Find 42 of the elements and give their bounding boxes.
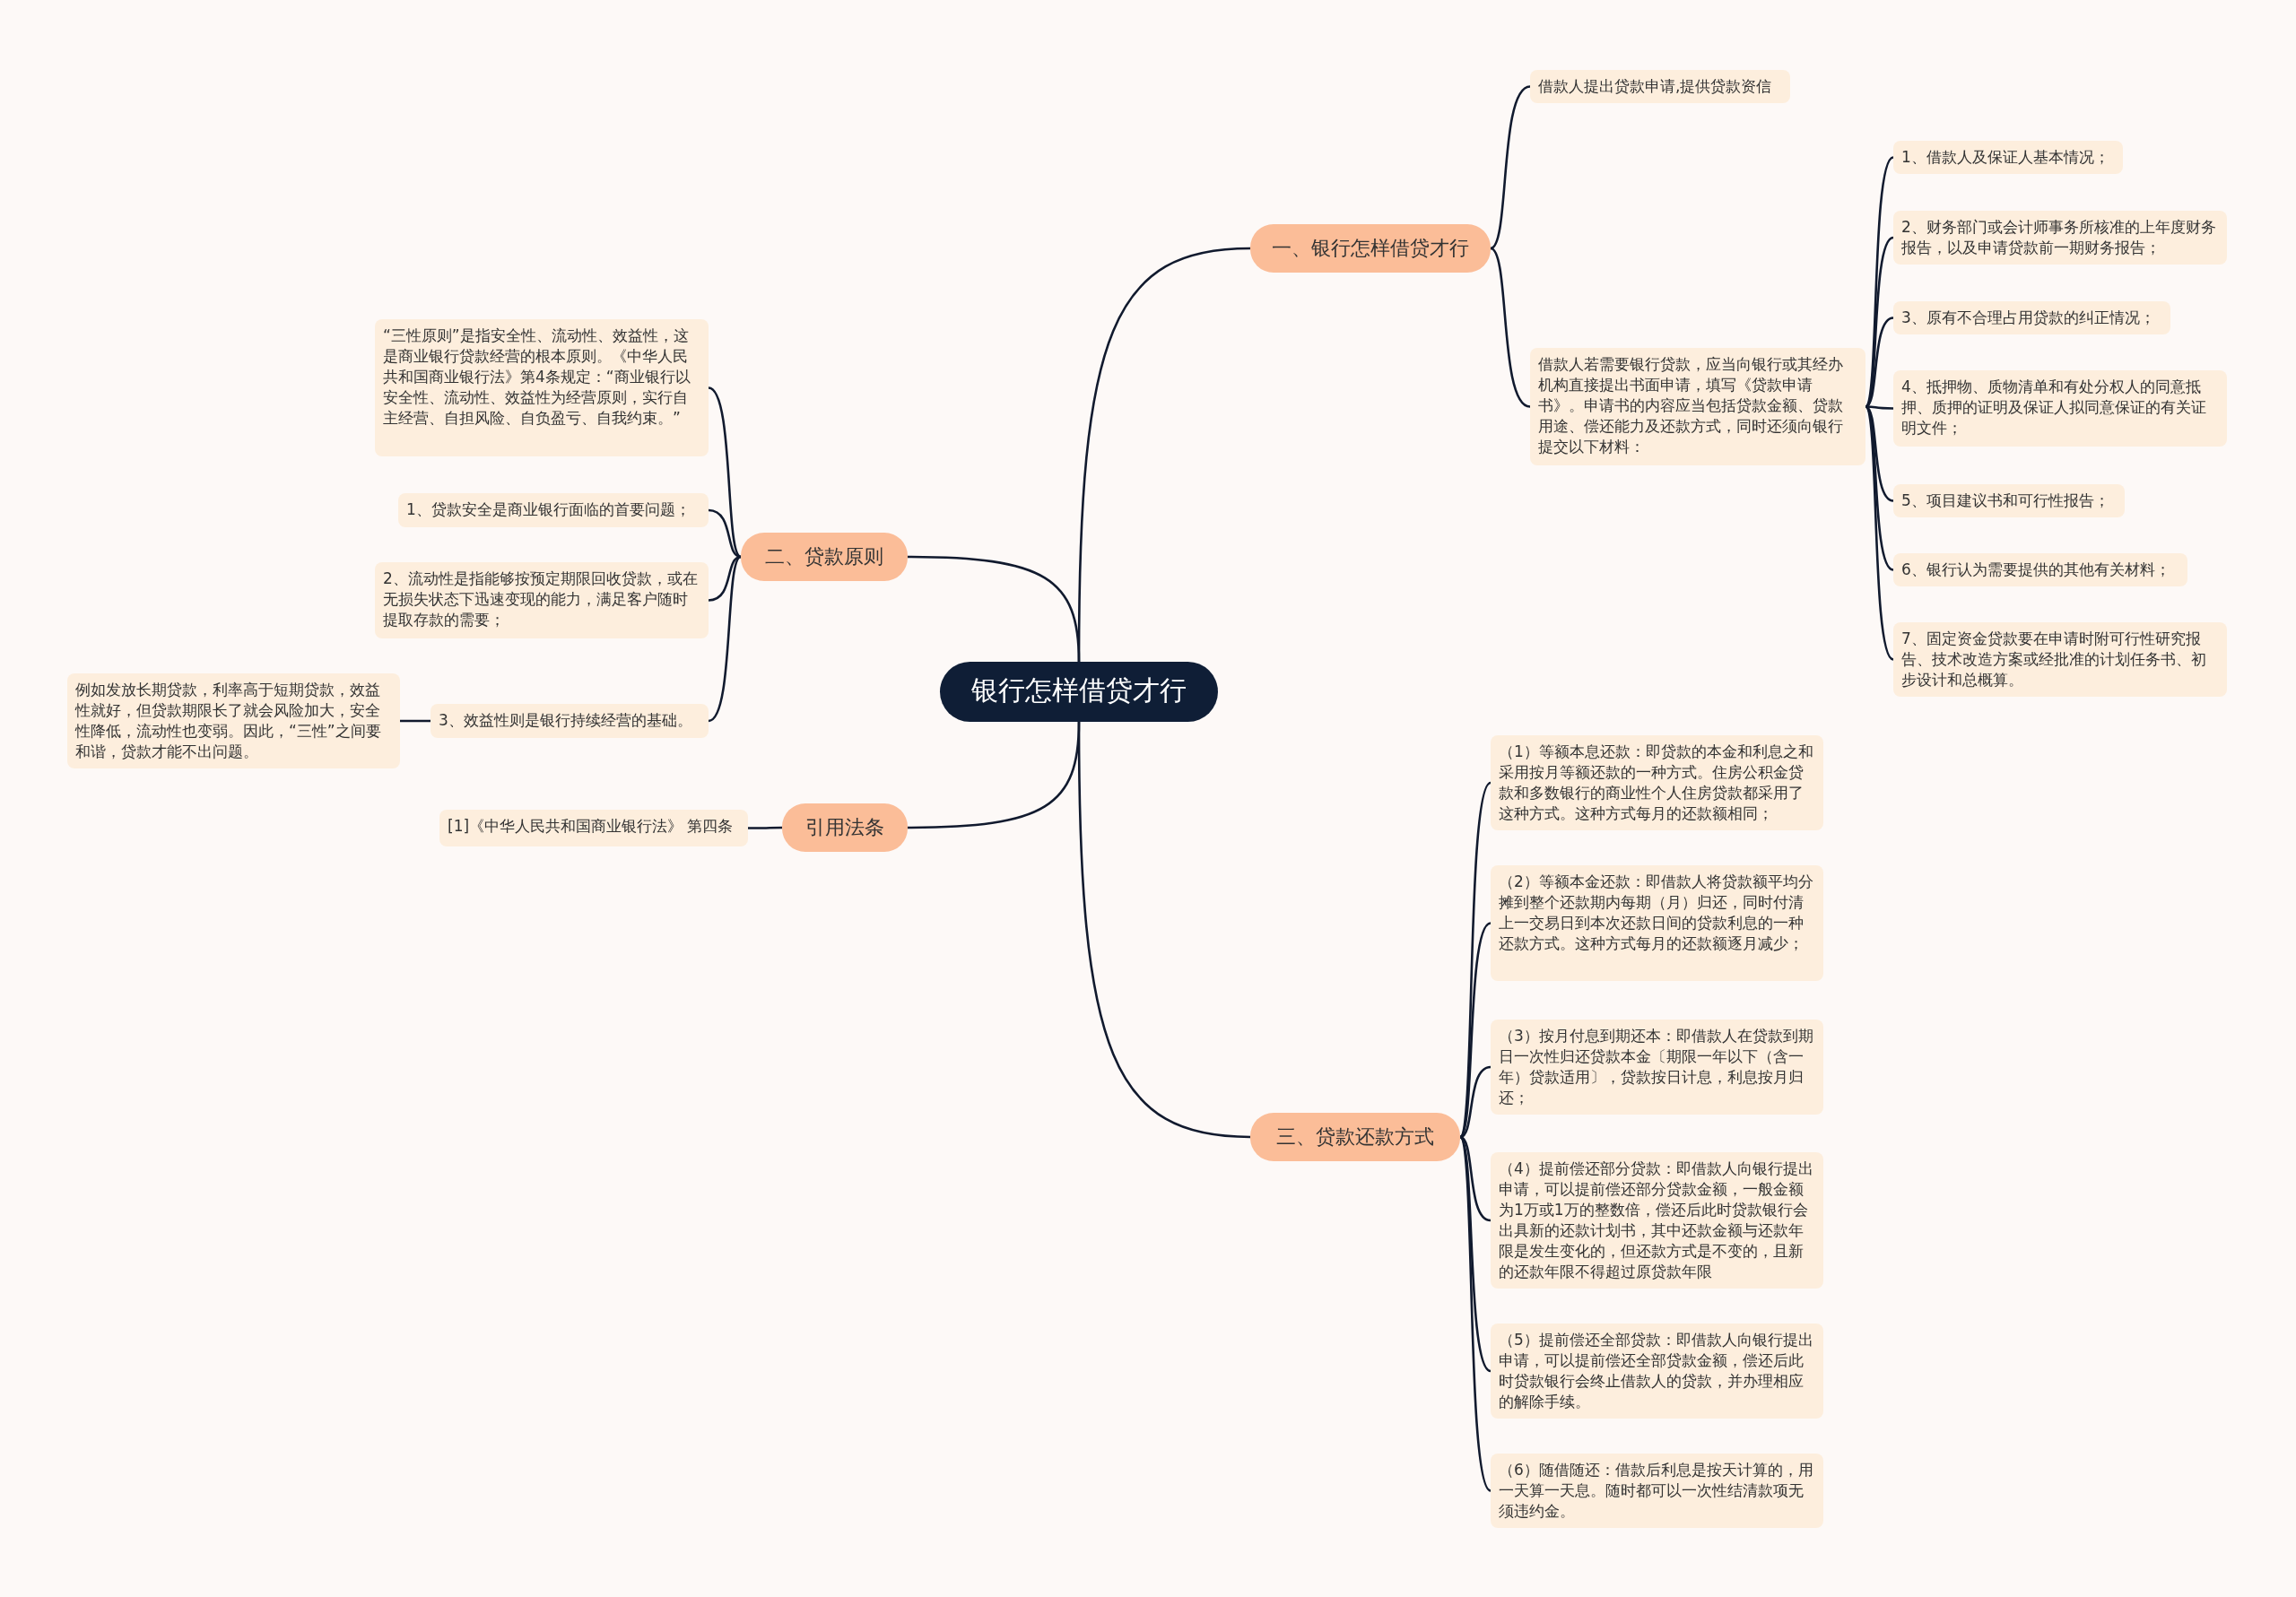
- text-box: 例如发放长期贷款，利率高于短期贷款，效益性就好，但贷款期限长了就会风险加大，安全性降低，流动性也变弱。因此，“三性”之间要和谐，贷款才能不出问题。: [67, 673, 400, 768]
- connector-line: [1459, 1135, 1492, 1222]
- text-box: 2、财务部门或会计师事务所核准的上年度财务报告，以及申请贷款前一期财务报告；: [1893, 211, 2227, 265]
- text-box: “三性原则”是指安全性、流动性、效益性，这是商业银行贷款经营的根本原则。《中华人民共和国商业银行法》第4条规定：“商业银行以安全性、流动性、效益性为经营原则，实行自主经营、自担风险、自负盈亏、自我约束。”: [375, 319, 709, 456]
- text-box: 3、原有不合理占用贷款的纠正情况；: [1893, 301, 2170, 334]
- text-box: （6）随借随还：借款后利息是按天计算的，用一天算一天息。随时都可以一次性结清款项无须违约金。: [1491, 1454, 1823, 1528]
- topic-box: 一、银行怎样借贷才行: [1250, 224, 1491, 273]
- text-box: 借款人提出贷款申请,提供贷款资信: [1530, 70, 1790, 103]
- text-box: 1、贷款安全是商业银行面临的首要问题；: [398, 493, 709, 527]
- text-box: 4、抵押物、质物清单和有处分权人的同意抵押、质押的证明及保证人拟同意保证的有关证明文件；: [1893, 370, 2227, 447]
- connector-line: [1490, 85, 1531, 250]
- text-box: 2、流动性是指能够按预定期限回收贷款，或在无损失状态下迅速变现的能力，满足客户随时提取存款的需要；: [375, 562, 709, 638]
- text-box: [1]《中华人民共和国商业银行法》 第四条: [439, 810, 748, 846]
- connector-line: [708, 556, 742, 723]
- connector-line: [1490, 247, 1531, 408]
- text-box: 1、借款人及保证人基本情况；: [1893, 141, 2123, 174]
- connector-line: [1864, 405, 1894, 661]
- topic-box: 二、贷款原则: [741, 533, 908, 581]
- text-box: （1）等额本息还款：即贷款的本金和利息之和采用按月等额还款的一种方式。住房公积金贷款和多数银行的商业性个人住房贷款都采用了这种方式。这种方式每月的还款额相同；: [1491, 735, 1823, 830]
- text-box: 6、银行认为需要提供的其他有关材料；: [1893, 553, 2187, 586]
- connector-line: [1458, 1136, 1492, 1492]
- connector-line: [708, 555, 742, 602]
- connector-line: [748, 826, 782, 829]
- connector-line: [1866, 405, 1893, 410]
- connector-line: [400, 719, 430, 723]
- topic-box: 三、贷款还款方式: [1250, 1113, 1460, 1161]
- connector-line: [1459, 922, 1492, 1138]
- connector-line: [708, 386, 742, 558]
- central-topic: 银行怎样借贷才行: [940, 662, 1218, 722]
- connector-line: [908, 555, 1081, 663]
- connector-line: [1865, 236, 1894, 408]
- connector-line: [1077, 722, 1251, 1139]
- text-box: 3、效益性则是银行持续经营的基础。: [430, 704, 709, 738]
- text-box: 5、项目建议书和可行性报告；: [1893, 484, 2125, 517]
- text-box: （2）等额本金还款：即借款人将贷款额平均分摊到整个还款期内每期（月）归还，同时付清上一交易日到本次还款日间的贷款利息的一种还款方式。这种方式每月的还款额逐月减少；: [1491, 865, 1823, 981]
- text-box: 7、固定资金贷款要在申请时附可行性研究报告、技术改造方案或经批准的计划任务书、初步设计和总概算。: [1893, 622, 2227, 697]
- text-box: （4）提前偿还部分贷款：即借款人向银行提出申请，可以提前偿还部分贷款金额，一般金额为1万或1万的整数倍，偿还后此时贷款银行会出具新的还款计划书，其中还款金额与还款年限是发生变化的，但还款方式是不变的，且新的还款年限不得超过原贷款年限: [1491, 1152, 1823, 1289]
- text-box: （3）按月付息到期还本：即借款人在贷款到期日一次性归还贷款本金〔期限一年以下（含一年）贷款适用〕，贷款按日计息，利息按月归还；: [1491, 1020, 1823, 1115]
- connector-line: [1459, 1065, 1492, 1139]
- text-box: 借款人若需要银行贷款，应当向银行或其经办机构直接提出书面申请，填写《贷款申请书》。申请书的内容应当包括贷款金额、贷款用途、偿还能力及还款方式，同时还须向银行提交以下材料：: [1530, 348, 1866, 465]
- text-box: （5）提前偿还全部贷款：即借款人向银行提出申请，可以提前偿还全部贷款金额，偿还后此时贷款银行会终止借款人的贷款，并办理相应的解除手续。: [1491, 1324, 1823, 1419]
- topic-box: 引用法条: [782, 803, 908, 852]
